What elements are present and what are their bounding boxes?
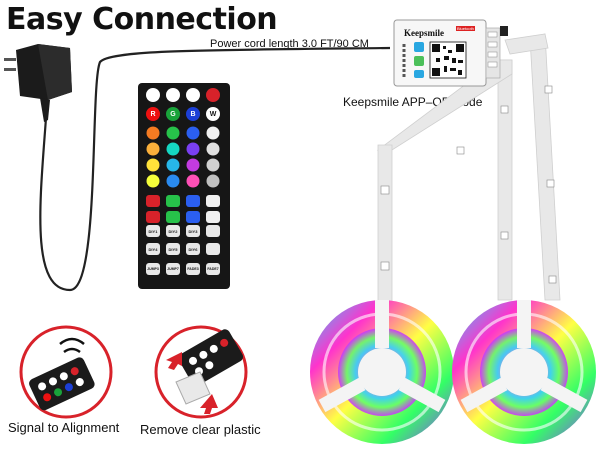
strip-chips <box>380 85 557 284</box>
power-adapter <box>4 44 72 122</box>
remote-color-button <box>206 142 220 156</box>
remote-arrow-button <box>146 211 160 223</box>
power-cord-label: Power cord length 3.0 FT/90 CM <box>210 38 369 50</box>
remote-diy1-button: DIY1 <box>146 225 160 237</box>
remote-color-button <box>206 158 220 172</box>
power-cable <box>39 46 391 292</box>
controller-box <box>393 19 508 87</box>
remote-jump3-button: JUMP3 <box>146 263 160 275</box>
plastic-step-circle <box>154 325 248 419</box>
remote-color-button <box>146 142 160 156</box>
remote-diy3-button: DIY3 <box>186 225 200 237</box>
remote-diy6-button: DIY6 <box>186 243 200 255</box>
remote-arrow-button <box>166 211 180 223</box>
remote-arrow-button <box>206 211 220 223</box>
remote-mode-button <box>206 243 220 255</box>
arrow-down-left-icon <box>200 394 218 414</box>
remote-color-button <box>206 174 220 188</box>
remote-color-button <box>146 174 160 188</box>
signal-wave-icon <box>59 337 85 354</box>
remote-mode-button <box>206 225 220 237</box>
remote-color-button <box>166 142 180 156</box>
remote-w-button: W <box>206 107 220 121</box>
remote-body <box>138 83 230 289</box>
remote-color-button <box>186 142 200 156</box>
remote-arrow-button <box>186 211 200 223</box>
led-reels <box>310 300 596 444</box>
remote-b-button: B <box>186 107 200 121</box>
remote-arrow-button <box>186 195 200 207</box>
led-reel-left <box>310 300 454 444</box>
remote-r-button: R <box>146 107 160 121</box>
led-reel-right <box>452 300 596 444</box>
signal-step-circle <box>19 325 113 419</box>
app-logo-icon <box>414 42 424 78</box>
remote-color-button <box>166 126 180 140</box>
remote-color-button <box>206 126 220 140</box>
step-illustrations <box>19 325 248 419</box>
remote-diy4-button: DIY4 <box>146 243 160 255</box>
remove-plastic-label: Remove clear plastic <box>140 422 261 437</box>
remote-arrow-button <box>146 195 160 207</box>
remote-diy2-button: DIY2 <box>166 225 180 237</box>
remote-color-button <box>186 126 200 140</box>
controller-brand: Keepsmile <box>404 28 444 38</box>
page-title: Easy Connection <box>6 2 278 37</box>
remote-color-button <box>146 158 160 172</box>
remote-g-button: G <box>166 107 180 121</box>
remote-color-button <box>166 174 180 188</box>
remote-color-button <box>186 158 200 172</box>
remote-arrow-button <box>166 195 180 207</box>
remote-fade3-button: FADE3 <box>186 263 200 275</box>
remote-color-button <box>186 174 200 188</box>
remote-color-button <box>166 158 180 172</box>
signal-alignment-label: Signal to Alignment <box>8 420 120 435</box>
arrow-left-icon <box>166 352 182 370</box>
remote-arrow-button <box>206 195 220 207</box>
remote-jump7-button: JUMP7 <box>166 263 180 275</box>
remote-fade7-button: FADE7 <box>206 263 220 275</box>
remote-diy5-button: DIY5 <box>166 243 180 255</box>
remote-color-button <box>146 126 160 140</box>
bluetooth-tag: Bluetooth <box>456 26 475 31</box>
